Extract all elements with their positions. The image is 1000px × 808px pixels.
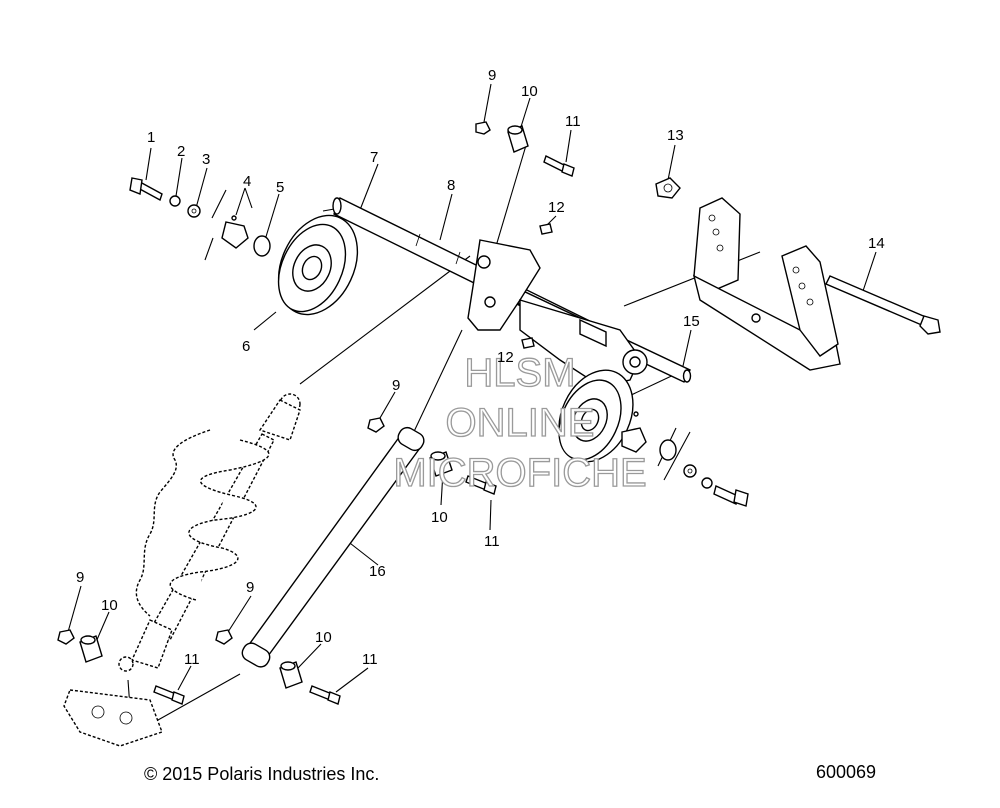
callout-9-bottom: 9 (246, 579, 254, 596)
callout-4: 4 (243, 173, 251, 190)
watermark-line2: ONLINE (446, 401, 595, 445)
fasteners-upper (475, 121, 681, 349)
callout-1: 1 (147, 129, 155, 146)
callout-10-bottom: 10 (315, 629, 332, 646)
long-bolt-14 (825, 275, 941, 335)
figure-number: 600069 (816, 762, 876, 782)
callout-11-top: 11 (565, 113, 581, 130)
callout-9-left: 9 (76, 569, 84, 586)
callout-10-left: 10 (101, 597, 118, 614)
callout-2: 2 (177, 143, 185, 160)
watermark: HLSM ONLINE MICROFICHE (393, 350, 648, 495)
callout-12-top: 12 (548, 199, 565, 216)
callout-9-top: 9 (488, 67, 496, 84)
callout-5: 5 (276, 179, 284, 196)
callout-16: 16 (369, 563, 386, 580)
callout-13: 13 (667, 127, 684, 144)
fasteners-lower (57, 417, 497, 705)
rear-arm-bracket (467, 239, 648, 387)
callout-8: 8 (447, 177, 455, 194)
callout-10-top: 10 (521, 83, 538, 100)
callout-7: 7 (370, 149, 378, 166)
callout-9-mid: 9 (392, 377, 400, 394)
wheel-hardware-left (129, 177, 271, 257)
wheel-hardware-right (621, 411, 749, 507)
copyright-text: © 2015 Polaris Industries Inc. (144, 764, 379, 784)
callout-11-left: 11 (184, 651, 200, 668)
watermark-line1: HLSM (464, 351, 575, 395)
callout-10-mid: 10 (431, 509, 448, 526)
callout-11-mid: 11 (484, 533, 500, 550)
callout-labels: 1 2 3 4 5 6 7 8 9 10 11 12 13 14 15 12 9… (76, 67, 885, 668)
watermark-line3: MICROFICHE (393, 451, 646, 495)
callout-12-mid: 12 (497, 349, 514, 366)
rear-shock-absorber (63, 393, 301, 747)
callout-3: 3 (202, 151, 210, 168)
link-rod-16 (241, 426, 425, 668)
callout-11-bottom: 11 (362, 651, 378, 668)
idler-wheel-upper (277, 214, 359, 316)
idler-wheel-lower (558, 369, 634, 463)
callout-14: 14 (868, 235, 885, 252)
rail-bracket (692, 197, 841, 371)
callout-15: 15 (683, 313, 700, 330)
callout-6: 6 (242, 338, 250, 355)
